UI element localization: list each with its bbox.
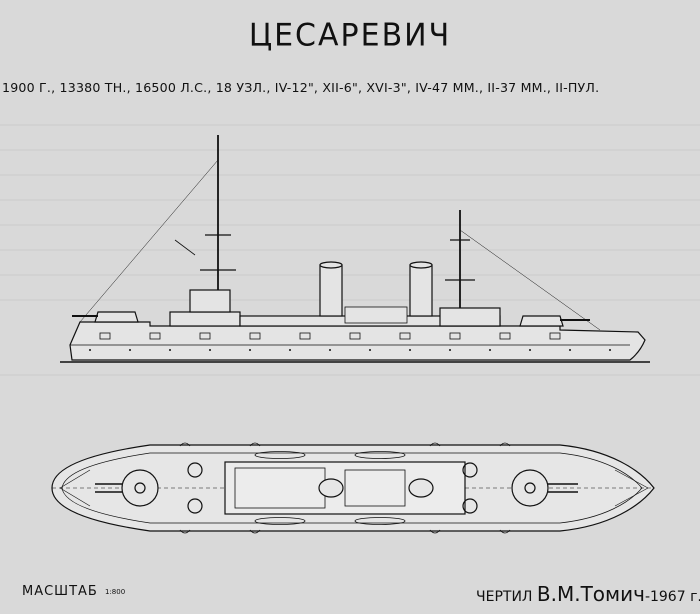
author-credit: ЧЕРТИЛ В.М.Томич-1967 г.	[476, 582, 700, 606]
background-bleed-lines	[0, 124, 700, 376]
author-name: В.М.Томич	[536, 582, 645, 606]
ship-specifications: 1900 Г., 13380 ТН., 16500 Л.С., 18 УЗЛ.,…	[2, 80, 600, 95]
side-profile	[60, 135, 650, 363]
author-prefix: ЧЕРТИЛ	[476, 589, 533, 605]
ship-title: ЦЕСАРЕВИЧ	[248, 17, 452, 54]
scale-label: МАСШТАБ	[22, 584, 98, 599]
scale-value: 1:800	[105, 588, 126, 596]
author-year: -1967 г.	[644, 589, 700, 605]
plan-view	[51, 442, 655, 534]
